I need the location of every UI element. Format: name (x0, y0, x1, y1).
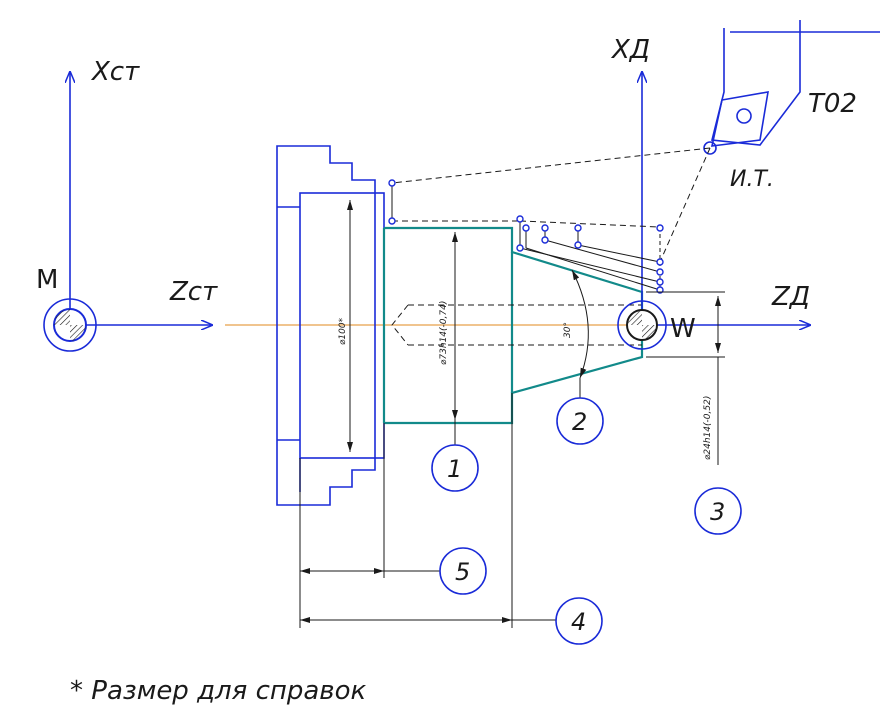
insert-hole (736, 108, 752, 124)
machine-origin-label: M (36, 265, 58, 295)
part-x-label: XД (610, 35, 650, 65)
dim-step-diameter: ⌀73h14(-0,74) (439, 301, 449, 365)
part-axes: XД ZД W (610, 35, 810, 350)
part-origin-symbol (617, 300, 667, 350)
part-origin-label: W (670, 314, 696, 344)
tool-point-marker (703, 141, 717, 155)
callouts (431, 397, 742, 645)
tool-name: T02 (808, 89, 857, 119)
dim-cone-angle: 30° (563, 322, 573, 338)
dim-end-diameter: ⌀24h14(-0,52) (703, 396, 713, 460)
callout-5-circle (439, 547, 487, 595)
callout-1-circle (431, 444, 479, 492)
tool-holder (711, 20, 801, 146)
machine-z-label: Zст (169, 277, 218, 307)
hidden-lines (391, 304, 642, 346)
part-z-label: ZД (771, 282, 810, 312)
callout-3-circle (694, 487, 742, 535)
tool-insert (710, 91, 769, 147)
machine-axes: Xст Zст M (36, 57, 218, 352)
dim-chuck-diameter: ⌀100* (338, 317, 348, 345)
machine-origin-symbol (43, 298, 97, 352)
callout-3: 3 (710, 498, 725, 526)
dimension-lines (299, 200, 725, 628)
callout-2: 2 (572, 408, 587, 436)
callout-2-circle (556, 397, 604, 445)
machine-x-label: Xст (90, 57, 140, 87)
tool-point-label: И.Т. (730, 167, 774, 192)
callout-4: 4 (571, 608, 586, 636)
tool-path-points (388, 179, 664, 294)
callout-5: 5 (455, 558, 470, 586)
callout-1: 1 (447, 455, 462, 483)
callout-4-circle (555, 597, 603, 645)
reference-note: * Размер для справок (70, 676, 367, 706)
tool (703, 20, 880, 155)
tool-path (391, 147, 711, 291)
